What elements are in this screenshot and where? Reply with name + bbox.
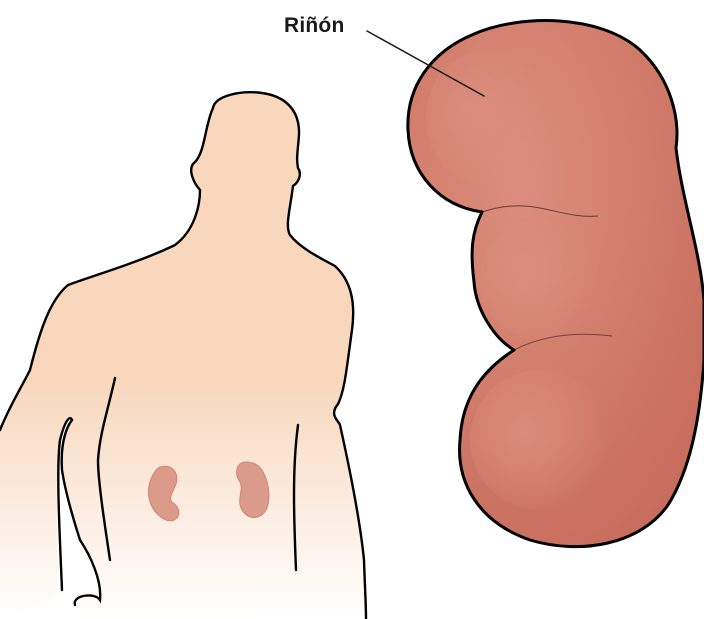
kidney-lower-lobe-highlight [470,370,610,510]
body-outline [0,92,366,619]
human-silhouette [0,92,366,619]
kidney-upper-lobe-highlight [426,50,550,186]
kidney-enlarged [408,21,704,547]
kidney-label: Riñón [284,14,344,38]
kidney-middle-lobe-highlight [480,220,600,340]
